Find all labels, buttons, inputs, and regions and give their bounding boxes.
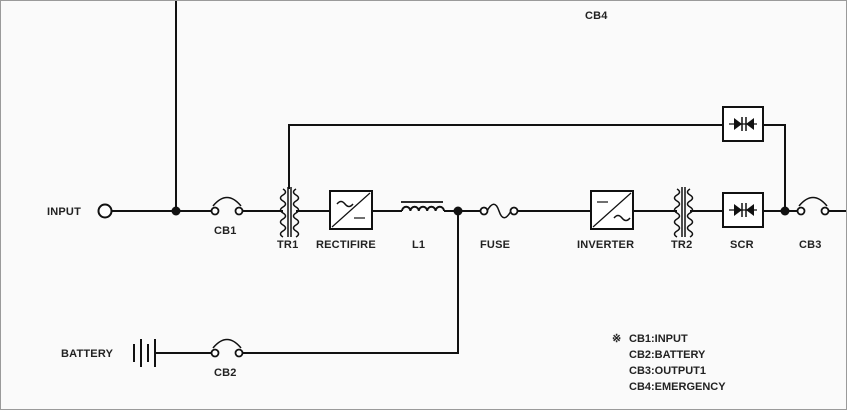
- scr-bypass-icon: [722, 106, 764, 142]
- cb2-breaker-icon: [210, 338, 244, 358]
- bypass-line-left: [288, 124, 723, 189]
- battery-line-right: [242, 211, 459, 354]
- legend-item-cb4: CB4:EMERGENCY: [629, 381, 726, 393]
- cb3-breaker-icon: [796, 196, 830, 216]
- cb3-label: CB3: [799, 239, 822, 251]
- tr1-label: TR1: [277, 239, 298, 251]
- cb4-label: CB4: [585, 10, 608, 22]
- tr2-transformer-icon: [673, 187, 694, 238]
- cb2-label: CB2: [214, 367, 237, 379]
- input-terminal-icon: [97, 203, 113, 219]
- legend-item-cb1: CB1:INPUT: [629, 333, 688, 345]
- rectifier-label: RECTIFIRE: [316, 239, 376, 251]
- legend-item-cb2: CB2:BATTERY: [629, 349, 706, 361]
- battery-icon: [133, 339, 156, 367]
- tr2-label: TR2: [671, 239, 692, 251]
- legend-item-cb3: CB3:OUTPUT1: [629, 365, 706, 377]
- rectifier-icon: [329, 190, 373, 230]
- scr-main-icon: [722, 192, 764, 228]
- l1-label: L1: [412, 239, 425, 251]
- bypass-line-right: [763, 124, 786, 211]
- junction-dot-input: [171, 206, 181, 216]
- inverter-label: INVERTER: [577, 239, 634, 251]
- fuse-label: FUSE: [480, 239, 510, 251]
- legend: ※ CB1:INPUT CB2:BATTERY CB3:OUTPUT1 CB4:…: [612, 333, 726, 393]
- battery-label: BATTERY: [61, 348, 114, 360]
- cb1-label: CB1: [214, 225, 237, 237]
- scr-label: SCR: [730, 239, 754, 251]
- cb1-breaker-icon: [210, 196, 244, 216]
- input-label: INPUT: [47, 206, 81, 218]
- inverter-icon: [590, 190, 634, 230]
- l1-inductor-icon: [401, 201, 445, 212]
- tr1-transformer-icon: [279, 187, 300, 238]
- legend-mark: ※: [612, 333, 621, 345]
- fuse-icon: [479, 203, 519, 219]
